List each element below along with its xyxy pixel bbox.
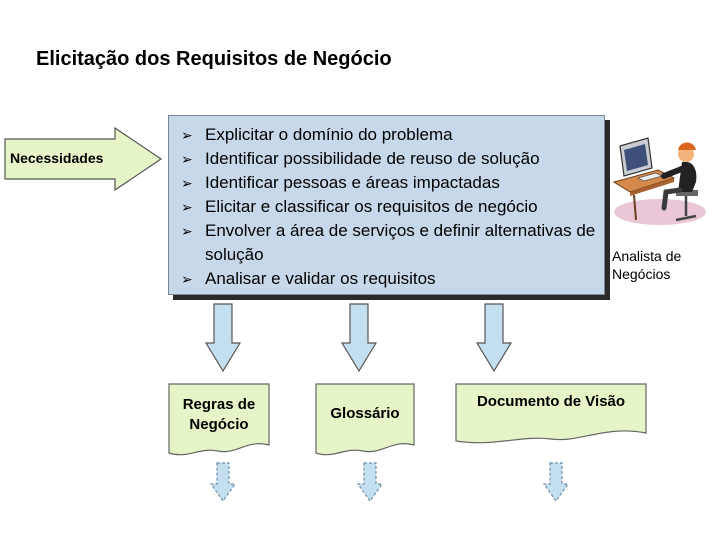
activity-item: ➢Explicitar o domínio do problema [181, 123, 604, 147]
arrowhead-bullet-icon: ➢ [181, 223, 193, 239]
small-down-arrow-icon [543, 462, 569, 502]
activity-item: ➢Identificar possibilidade de reuso de s… [181, 147, 604, 171]
needs-arrow-icon [4, 126, 163, 192]
arrowhead-bullet-icon: ➢ [181, 175, 193, 191]
activity-item: ➢Elicitar e classificar os requisitos de… [181, 195, 604, 219]
analyst-label: Analista de Negócios [612, 248, 682, 282]
document-shape [315, 383, 415, 456]
needs-label: Necessidades [10, 150, 104, 166]
arrowhead-bullet-icon: ➢ [181, 199, 193, 215]
activity-box: ➢Explicitar o domínio do problema ➢Ident… [168, 115, 605, 295]
arrowhead-bullet-icon: ➢ [181, 151, 193, 167]
small-down-arrow-icon [357, 462, 383, 502]
arrowhead-bullet-icon: ➢ [181, 271, 193, 287]
small-down-arrow-icon [210, 462, 236, 502]
analyst-at-computer-icon [612, 137, 706, 225]
output-glossary-label: Glossário [330, 405, 400, 422]
down-arrow-icon [476, 303, 512, 373]
document-shape [455, 383, 647, 444]
down-arrow-icon [341, 303, 377, 373]
arrowhead-bullet-icon: ➢ [181, 127, 193, 143]
activity-item: ➢Identificar pessoas e áreas impactadas [181, 171, 604, 195]
activity-item: ➢Envolver a área de serviços e definir a… [181, 219, 604, 267]
output-rules-label: Regras de Negócio [182, 396, 256, 433]
document-shape [168, 383, 270, 456]
page-title: Elicitação dos Requisitos de Negócio [36, 48, 392, 70]
activity-item: ➢Analisar e validar os requisitos [181, 267, 604, 291]
down-arrow-icon [205, 303, 241, 373]
output-vision-label: Documento de Visão [476, 393, 626, 410]
activity-list: ➢Explicitar o domínio do problema ➢Ident… [169, 116, 604, 291]
